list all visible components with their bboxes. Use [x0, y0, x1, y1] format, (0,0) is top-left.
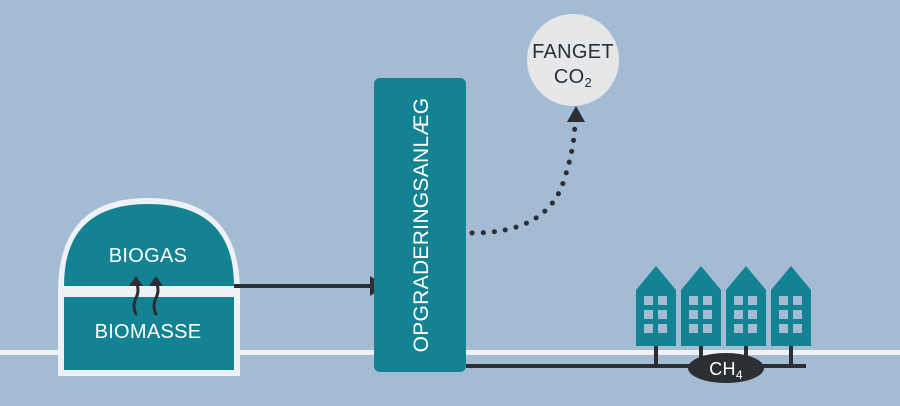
- gas-arrowhead-right: [149, 276, 163, 286]
- house-window: [689, 324, 698, 333]
- co2-arrowhead: [567, 106, 585, 122]
- house-window: [748, 324, 757, 333]
- house-window: [734, 324, 743, 333]
- upgrading-plant-box: [374, 78, 466, 372]
- ch4-label-main: CH: [709, 359, 736, 379]
- house-window: [793, 310, 802, 319]
- methane-bubble: CH4: [688, 353, 764, 383]
- house-window: [658, 296, 667, 305]
- co2-label-sub: 2: [585, 75, 593, 90]
- house-window: [658, 324, 667, 333]
- gas-rising-arrows: [132, 280, 160, 316]
- house-window: [644, 324, 653, 333]
- houses-group: [636, 266, 811, 366]
- house-body: [771, 266, 811, 346]
- house-body: [636, 266, 676, 346]
- gas-arrowhead-left: [129, 276, 143, 286]
- house-body: [681, 266, 721, 346]
- captured-co2-bubble: FANGET CO2: [527, 14, 619, 106]
- biogas-dome-fill: [64, 204, 234, 286]
- house: [771, 266, 811, 366]
- co2-dotted-path: [469, 117, 578, 236]
- upgrading-plant: OPGRADERINGSANLÆG: [374, 78, 466, 372]
- house-window: [734, 310, 743, 319]
- house-window: [658, 310, 667, 319]
- biogas-plant: BIOGAS BIOMASSE: [58, 198, 240, 376]
- house-body: [726, 266, 766, 346]
- house-window: [779, 310, 788, 319]
- biogas-label: BIOGAS: [109, 245, 188, 267]
- house-window: [793, 296, 802, 305]
- house-window: [689, 296, 698, 305]
- biomasse-tank: [64, 297, 234, 370]
- house-window: [644, 296, 653, 305]
- biomasse-label: BIOMASSE: [95, 321, 202, 343]
- house-window: [703, 324, 712, 333]
- ch4-oval: [688, 353, 764, 383]
- house-window: [703, 296, 712, 305]
- house-window: [748, 310, 757, 319]
- co2-bubble-circle: [527, 14, 619, 106]
- co2-label-line2: CO2: [554, 66, 592, 90]
- co2-label-line1: FANGET: [532, 41, 614, 63]
- co2-label-main: CO: [554, 66, 585, 88]
- upgrading-plant-label: OPGRADERINGSANLÆG: [410, 98, 433, 353]
- house-window: [748, 296, 757, 305]
- house-window: [703, 310, 712, 319]
- ch4-label: CH4: [709, 359, 743, 382]
- house: [726, 266, 766, 366]
- ch4-label-sub: 4: [736, 368, 743, 382]
- house-window: [779, 324, 788, 333]
- house: [636, 266, 676, 366]
- house-window: [793, 324, 802, 333]
- house-window: [644, 310, 653, 319]
- house-window: [689, 310, 698, 319]
- house-window: [734, 296, 743, 305]
- house-window: [779, 296, 788, 305]
